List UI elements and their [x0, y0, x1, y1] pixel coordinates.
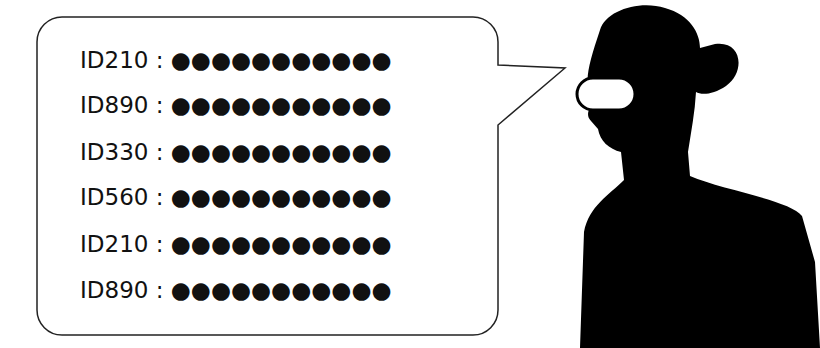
person-silhouette	[580, 5, 820, 348]
id-entry: ID210 : ●●●●●●●●●●●	[80, 45, 392, 75]
id-entry: ID210 : ●●●●●●●●●●●	[80, 229, 392, 259]
id-entry: ID330 : ●●●●●●●●●●●	[80, 137, 392, 167]
id-entry: ID890 : ●●●●●●●●●●●	[80, 90, 392, 120]
speech-bubble: ID210 : ●●●●●●●●●●● ID890 : ●●●●●●●●●●● ID…	[37, 17, 498, 335]
id-entry: ID890 : ●●●●●●●●●●●	[80, 275, 392, 305]
id-entry: ID560 : ●●●●●●●●●●●	[80, 182, 392, 212]
bubble-outline-path	[37, 17, 565, 335]
goggle-lens	[577, 78, 635, 110]
